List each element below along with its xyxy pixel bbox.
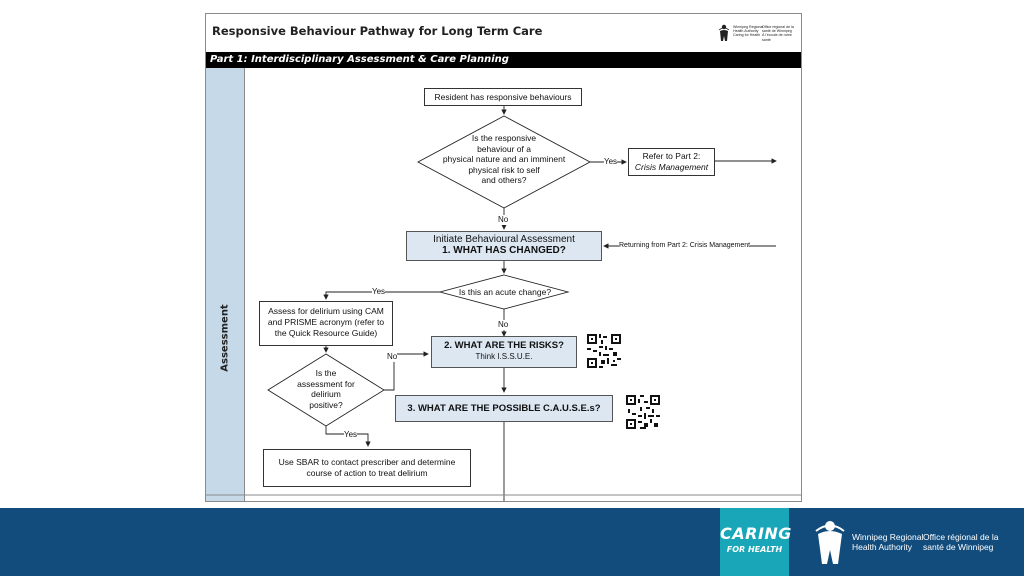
sbar-node: Use SBAR to contact prescriber and deter… — [263, 449, 471, 487]
header-logo-fr: Office régional de la santé de Winnipeg … — [762, 25, 794, 42]
section-sidebar: Assessment — [206, 68, 245, 501]
start-node: Resident has responsive behaviours — [424, 88, 582, 106]
risks-node: 2. WHAT ARE THE RISKS? Think I.S.S.U.E. — [431, 336, 577, 368]
caring-logo-line1: CARING — [720, 524, 792, 543]
document-title: Responsive Behaviour Pathway for Long Te… — [212, 24, 543, 38]
no-label-acute: No — [498, 320, 509, 330]
caring-logo-line2: FOR HEALTH — [726, 545, 783, 554]
yes-label-physical: Yes — [604, 157, 618, 167]
no-label-delirium: No — [387, 352, 398, 362]
header-logo-en: Winnipeg Regional Health Authority Carin… — [733, 25, 764, 38]
flow-connectors — [206, 106, 801, 501]
acute-change-question: Is this an acute change? — [458, 287, 552, 297]
returning-label: Returning from Part 2: Crisis Management — [619, 241, 751, 251]
causes-node: 3. WHAT ARE THE POSSIBLE C.A.U.S.E.s? — [395, 395, 613, 422]
delirium-positive-question: Is the assessment for delirium positive? — [297, 368, 355, 410]
header-logo: Winnipeg Regional Health Authority Carin… — [718, 24, 798, 44]
initiate-assessment-node: Initiate Behavioural Assessment 1. WHAT … — [406, 231, 602, 261]
pathway-document: Responsive Behaviour Pathway for Long Te… — [205, 13, 802, 502]
refer-crisis-node: Refer to Part 2: Crisis Management — [628, 148, 715, 176]
wrha-figure-icon — [718, 24, 730, 41]
org-name-english: Winnipeg Regional Health Authority — [852, 532, 924, 552]
yes-label-delirium: Yes — [344, 430, 358, 440]
caring-for-health-logo: CARING FOR HEALTH — [720, 508, 792, 576]
wrha-logo-icon — [815, 521, 845, 564]
part-heading: Part 1: Interdisciplinary Assessment & C… — [206, 52, 801, 68]
causes-qr-code[interactable] — [626, 395, 660, 429]
risks-qr-code[interactable] — [587, 334, 621, 368]
yes-label-acute: Yes — [372, 287, 386, 297]
delirium-assess-node: Assess for delirium using CAM and PRISME… — [259, 301, 393, 346]
no-label-physical: No — [498, 215, 509, 225]
footer-bar: CARING FOR HEALTH Winnipeg Regional Heal… — [0, 508, 1024, 576]
org-name-french: Office régional de la santé de Winnipeg — [923, 532, 999, 552]
physical-risk-question: Is the responsive behaviour of a physica… — [442, 133, 566, 185]
